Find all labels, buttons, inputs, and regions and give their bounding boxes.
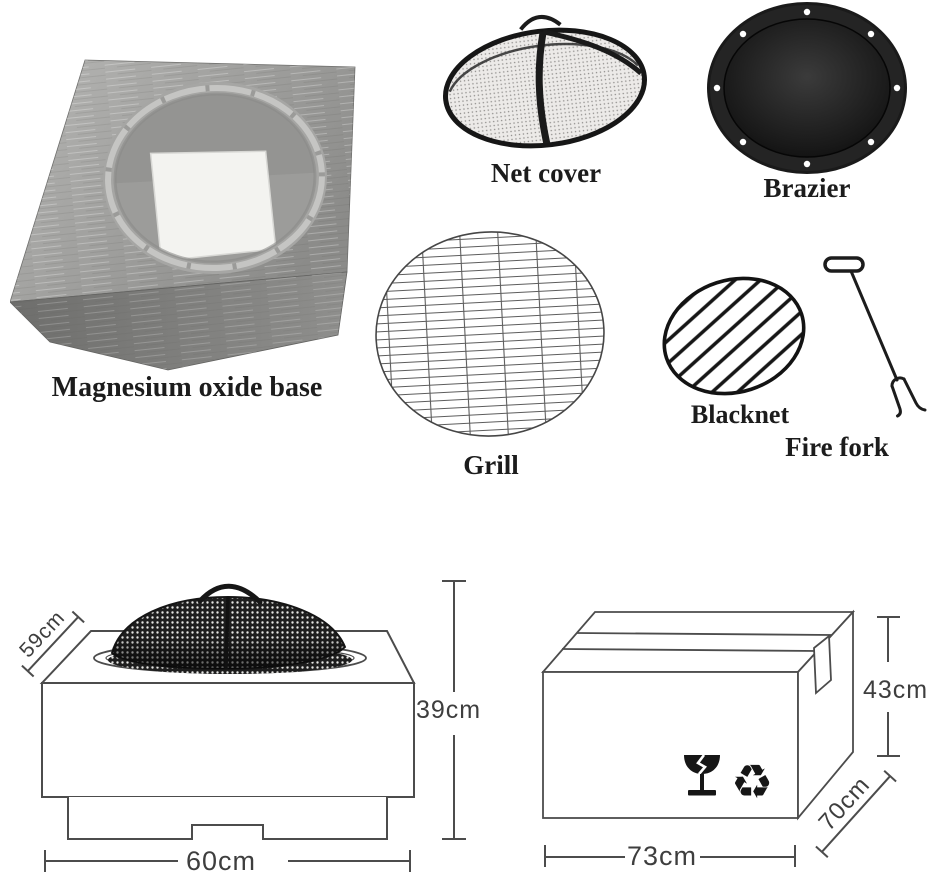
brazier-label: Brazier: [763, 173, 851, 203]
blacknet-label: Blacknet: [690, 400, 790, 429]
packaging-box-diagram: ♻ 43cm 70cm 73cm: [541, 609, 928, 871]
dome-handle: [197, 583, 263, 605]
brazier-bowl: [707, 2, 907, 174]
dimension-39cm: 39cm: [416, 580, 481, 840]
fire-pit-mesh-dome: [110, 583, 347, 671]
recycle-icon: ♻: [731, 755, 773, 810]
fire-pit-dimension-diagram: 59cm 39cm 60cm: [15, 580, 481, 876]
dimension-60cm: 60cm: [44, 846, 411, 876]
brazier-image: [707, 2, 907, 174]
box-width-label: 73cm: [627, 841, 697, 871]
fire-fork-image: [823, 256, 927, 418]
blacknet-image: [655, 272, 819, 407]
mesh-dome: [443, 15, 647, 149]
grill-label: Grill: [463, 450, 519, 480]
fire-fork-tool: [823, 256, 927, 418]
grill-grate: [375, 231, 605, 437]
blacknet-grate: [655, 272, 819, 407]
net-cover-label: Net cover: [490, 158, 602, 188]
magnesium-base-label: Magnesium oxide base: [51, 372, 323, 403]
rivets: [713, 8, 901, 168]
dimension-43cm: 43cm: [863, 616, 928, 757]
fire-fork-label: Fire fork: [785, 432, 889, 462]
magnesium-base-image: [10, 59, 356, 371]
box-handle-slot: [813, 634, 832, 695]
fragile-icon: [684, 754, 720, 796]
slab-hole: [103, 81, 327, 275]
carton-box: [541, 609, 856, 821]
box-height-label: 43cm: [863, 676, 928, 704]
dimension-73cm: 73cm: [544, 841, 796, 871]
firepit-height-label: 39cm: [416, 696, 481, 724]
grill-image: [375, 231, 605, 437]
firepit-base-width-label: 60cm: [186, 846, 256, 876]
net-cover-image: [443, 15, 647, 149]
